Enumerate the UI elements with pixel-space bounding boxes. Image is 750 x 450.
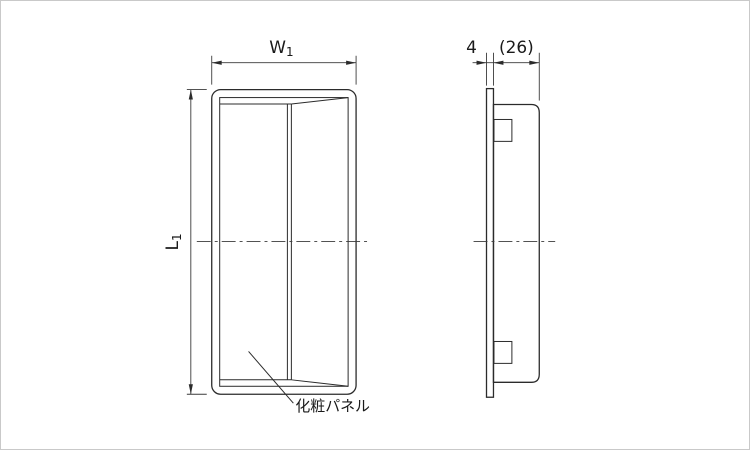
dimension-l1: L1: [162, 89, 207, 395]
side-flange: [485, 87, 495, 398]
l1-arrowhead-top: [188, 89, 193, 100]
front-top-chamfer-line: [291, 97, 349, 105]
l1-label-base: L: [162, 240, 182, 250]
panel-callout: 化粧パネル: [248, 351, 370, 415]
l1-label-subscript: 1: [170, 233, 184, 241]
panel-label: 化粧パネル: [295, 397, 370, 415]
depth-arrowhead-right: [529, 60, 540, 65]
w1-dimension-label: W1: [269, 37, 293, 59]
panel-leader-line: [248, 351, 294, 404]
l1-dimension-label: L1: [162, 233, 184, 250]
thickness-dimension-label: 4: [466, 37, 477, 57]
dimension-thickness-depth: 4 (26): [466, 37, 540, 101]
w1-arrowhead-left: [211, 60, 222, 65]
depth-dimension-label: (26): [499, 37, 534, 57]
side-body: [492, 103, 540, 383]
thickness-arrowhead-left: [476, 60, 487, 65]
side-view: [473, 87, 556, 398]
front-view: [196, 88, 372, 395]
depth-arrowhead-left: [493, 60, 504, 65]
front-bottom-chamfer-line: [291, 379, 349, 387]
l1-arrowhead-bottom: [188, 384, 193, 395]
w1-arrowhead-right: [346, 60, 357, 65]
w1-label-subscript: 1: [286, 45, 294, 59]
dimension-w1: W1: [211, 37, 357, 85]
side-clip-top: [493, 118, 513, 142]
front-recess-opening: [219, 97, 349, 387]
w1-label-base: W: [269, 37, 286, 57]
front-outer-flange: [211, 88, 357, 395]
side-clip-bottom: [493, 340, 513, 364]
